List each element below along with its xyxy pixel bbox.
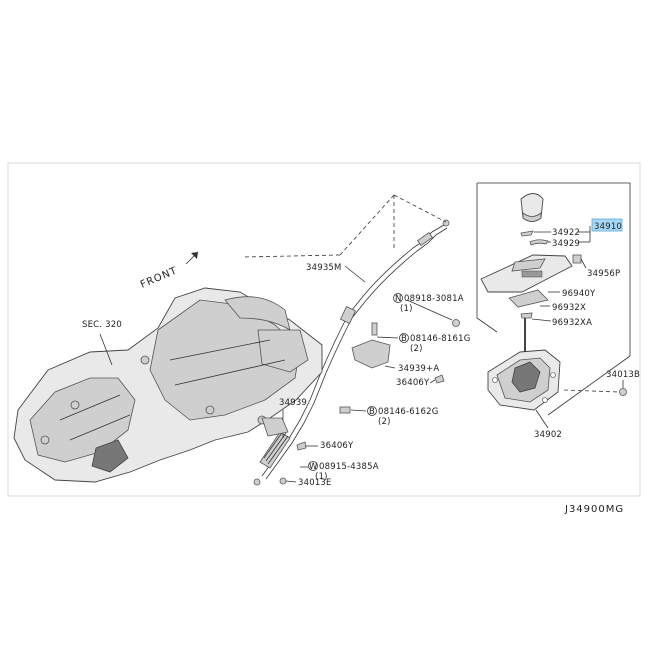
label-34910: 34910	[594, 222, 622, 232]
front-arrow-icon	[185, 251, 199, 265]
highlight-34910	[591, 218, 623, 232]
transmission-housing	[13, 287, 323, 483]
shifter-assembly	[487, 318, 561, 411]
callout-08146-6162G-qty: (2)	[378, 417, 391, 427]
label-34929: 34929	[552, 239, 580, 249]
connector-34956P	[572, 254, 582, 264]
callout-08918-qty: (1)	[400, 304, 413, 314]
shift-bezel	[480, 254, 573, 293]
nut-08918	[452, 319, 460, 327]
bolt-lower	[339, 406, 351, 414]
callout-08918: N 08918-3081A (1)	[393, 293, 464, 314]
label-34902: 34902	[534, 430, 562, 440]
front-label: FRONT	[139, 265, 179, 290]
label-34939A: 34939+A	[398, 364, 439, 374]
clip-36406Y-bottom	[296, 441, 307, 451]
plate-96932XA	[520, 312, 533, 319]
diagram-id: J34900MG	[564, 504, 624, 515]
callout-08918-code: 08918-3081A	[404, 294, 464, 304]
callout-08146-8161G-letter: B	[401, 334, 407, 344]
label-sec320: SEC. 320	[82, 320, 122, 330]
callout-08915-code: 08915-4385A	[319, 462, 379, 472]
part-34929-ring	[529, 239, 549, 246]
diagram-frame	[7, 162, 641, 497]
bracket-34939A	[351, 339, 391, 369]
label-96932XA: 96932XA	[552, 318, 592, 328]
label-34935M: 34935M	[306, 263, 342, 273]
callout-08915-qty: (1)	[315, 472, 328, 482]
callout-08146-8161G: B 08146-8161G (2)	[399, 333, 471, 354]
nut-34013B	[619, 388, 627, 396]
nut-34013E	[279, 477, 287, 485]
plate-96932X	[508, 289, 549, 308]
shift-knob	[520, 193, 544, 222]
label-34956P: 34956P	[587, 269, 620, 279]
label-96932X: 96932X	[552, 303, 586, 313]
label-36406Y-bottom: 36406Y	[320, 441, 354, 451]
part-34922-clip	[520, 230, 534, 237]
callout-08915-letter: W	[309, 462, 318, 472]
label-34013E: 34013E	[298, 478, 332, 488]
label-34939: 34939	[279, 398, 307, 408]
label-96940Y: 96940Y	[562, 289, 596, 299]
callout-08146-6162G-code: 08146-6162G	[378, 407, 439, 417]
callout-08146-6162G: B 08146-6162G (2)	[367, 406, 439, 427]
callout-08918-letter: N	[395, 294, 401, 304]
callout-08146-6162G-letter: B	[369, 407, 375, 417]
callout-08146-8161G-code: 08146-8161G	[410, 334, 471, 344]
label-34922: 34922	[552, 228, 580, 238]
callout-08146-8161G-qty: (2)	[410, 344, 423, 354]
callout-08915: W 08915-4385A (1)	[308, 461, 379, 482]
label-36406Y-top: 36406Y	[396, 378, 430, 388]
shifter-detail-box	[476, 182, 631, 416]
label-34013B: 34013B	[606, 370, 640, 380]
clip-36406Y-top	[434, 374, 445, 384]
bolt-upper	[371, 322, 378, 336]
shift-cable	[253, 219, 450, 486]
